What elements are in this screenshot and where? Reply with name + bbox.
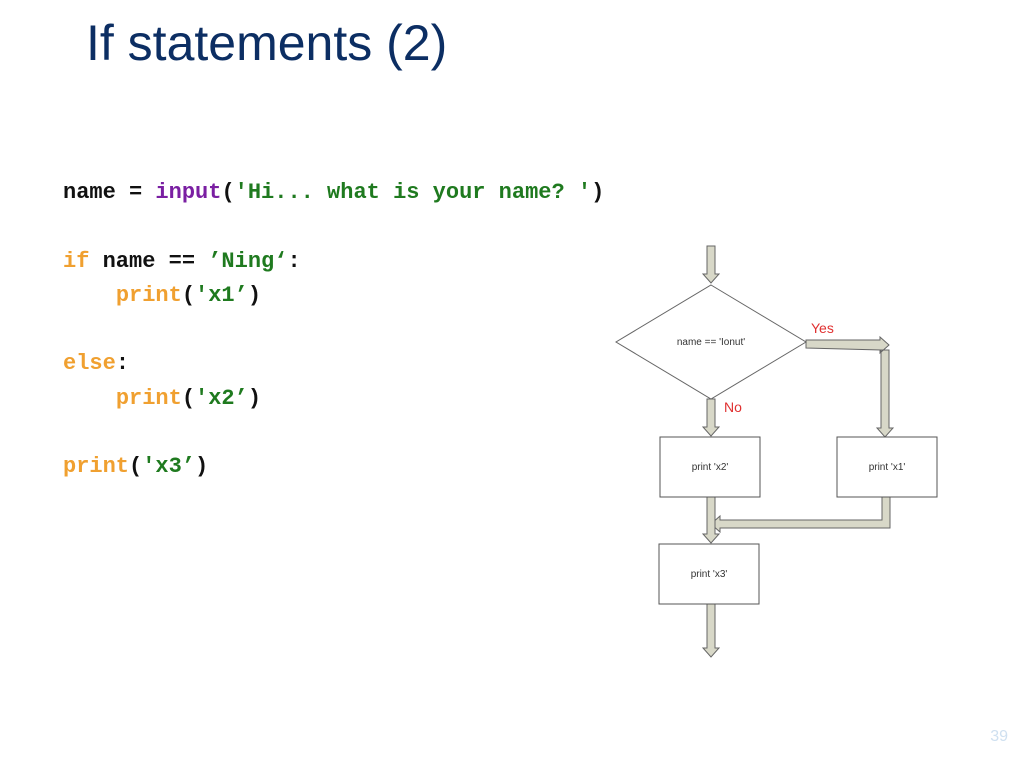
code-line-1: name = input('Hi... what is your name? '…	[63, 180, 604, 205]
arrow-merge	[710, 496, 891, 534]
arrow-no-branch	[701, 398, 721, 437]
no-label: No	[724, 399, 742, 415]
code-token: (	[129, 454, 143, 480]
arrow-x2-to-x3	[701, 496, 721, 544]
decision-text: name == 'Ionut'	[677, 337, 745, 348]
code-token: 'x3’	[142, 454, 196, 480]
code-token: if	[63, 248, 90, 274]
code-token: name	[63, 180, 116, 205]
flowchart: name == 'Ionut' Yes No print 'x2' print …	[615, 245, 938, 658]
box-print-x3	[658, 543, 760, 605]
code-token: print	[115, 385, 182, 411]
code-token: )	[591, 180, 605, 205]
code-token: print	[63, 454, 130, 480]
box-print-x1-text: print 'x1'	[869, 462, 906, 473]
slide-title: If statements (2)	[86, 15, 448, 71]
code-token: else	[63, 351, 116, 377]
code-token: :	[115, 351, 130, 377]
code-line-6: print('x3’)	[63, 454, 208, 479]
decision-diamond	[615, 284, 807, 400]
arrow-entry	[701, 245, 721, 284]
code-indent	[63, 283, 116, 308]
code-token: :	[287, 248, 301, 274]
code-token: (	[221, 180, 235, 205]
arrow-yes-branch	[805, 335, 895, 438]
code-token: 'Hi... what is your name? '	[234, 180, 592, 205]
code-token: =	[115, 180, 156, 205]
code-line-4: else:	[63, 351, 129, 376]
slide-number: 39	[990, 728, 1008, 745]
code-token: input	[155, 180, 222, 205]
box-print-x1	[836, 436, 938, 498]
code-token: (	[181, 282, 196, 308]
yes-label: Yes	[811, 320, 834, 336]
code-token: )	[247, 385, 262, 411]
code-token: )	[247, 282, 262, 308]
code-token: 'x1’	[195, 282, 248, 308]
code-line-2: if name == ’Ning‘:	[63, 249, 301, 274]
box-print-x3-text: print 'x3'	[691, 569, 728, 580]
box-print-x2	[659, 436, 761, 498]
code-token: 'x2’	[195, 385, 248, 411]
code-indent	[63, 386, 116, 411]
code-token: ’Ning‘	[208, 248, 288, 274]
code-token: name ==	[89, 248, 209, 274]
code-block: name = input('Hi... what is your name? '…	[63, 176, 604, 485]
arrow-exit	[701, 603, 721, 658]
code-line-3: print('x1’)	[63, 283, 261, 308]
code-token: (	[181, 385, 196, 411]
code-token: )	[195, 454, 209, 480]
box-print-x2-text: print 'x2'	[692, 462, 729, 473]
code-line-5: print('x2’)	[63, 386, 261, 411]
code-token: print	[115, 282, 182, 308]
